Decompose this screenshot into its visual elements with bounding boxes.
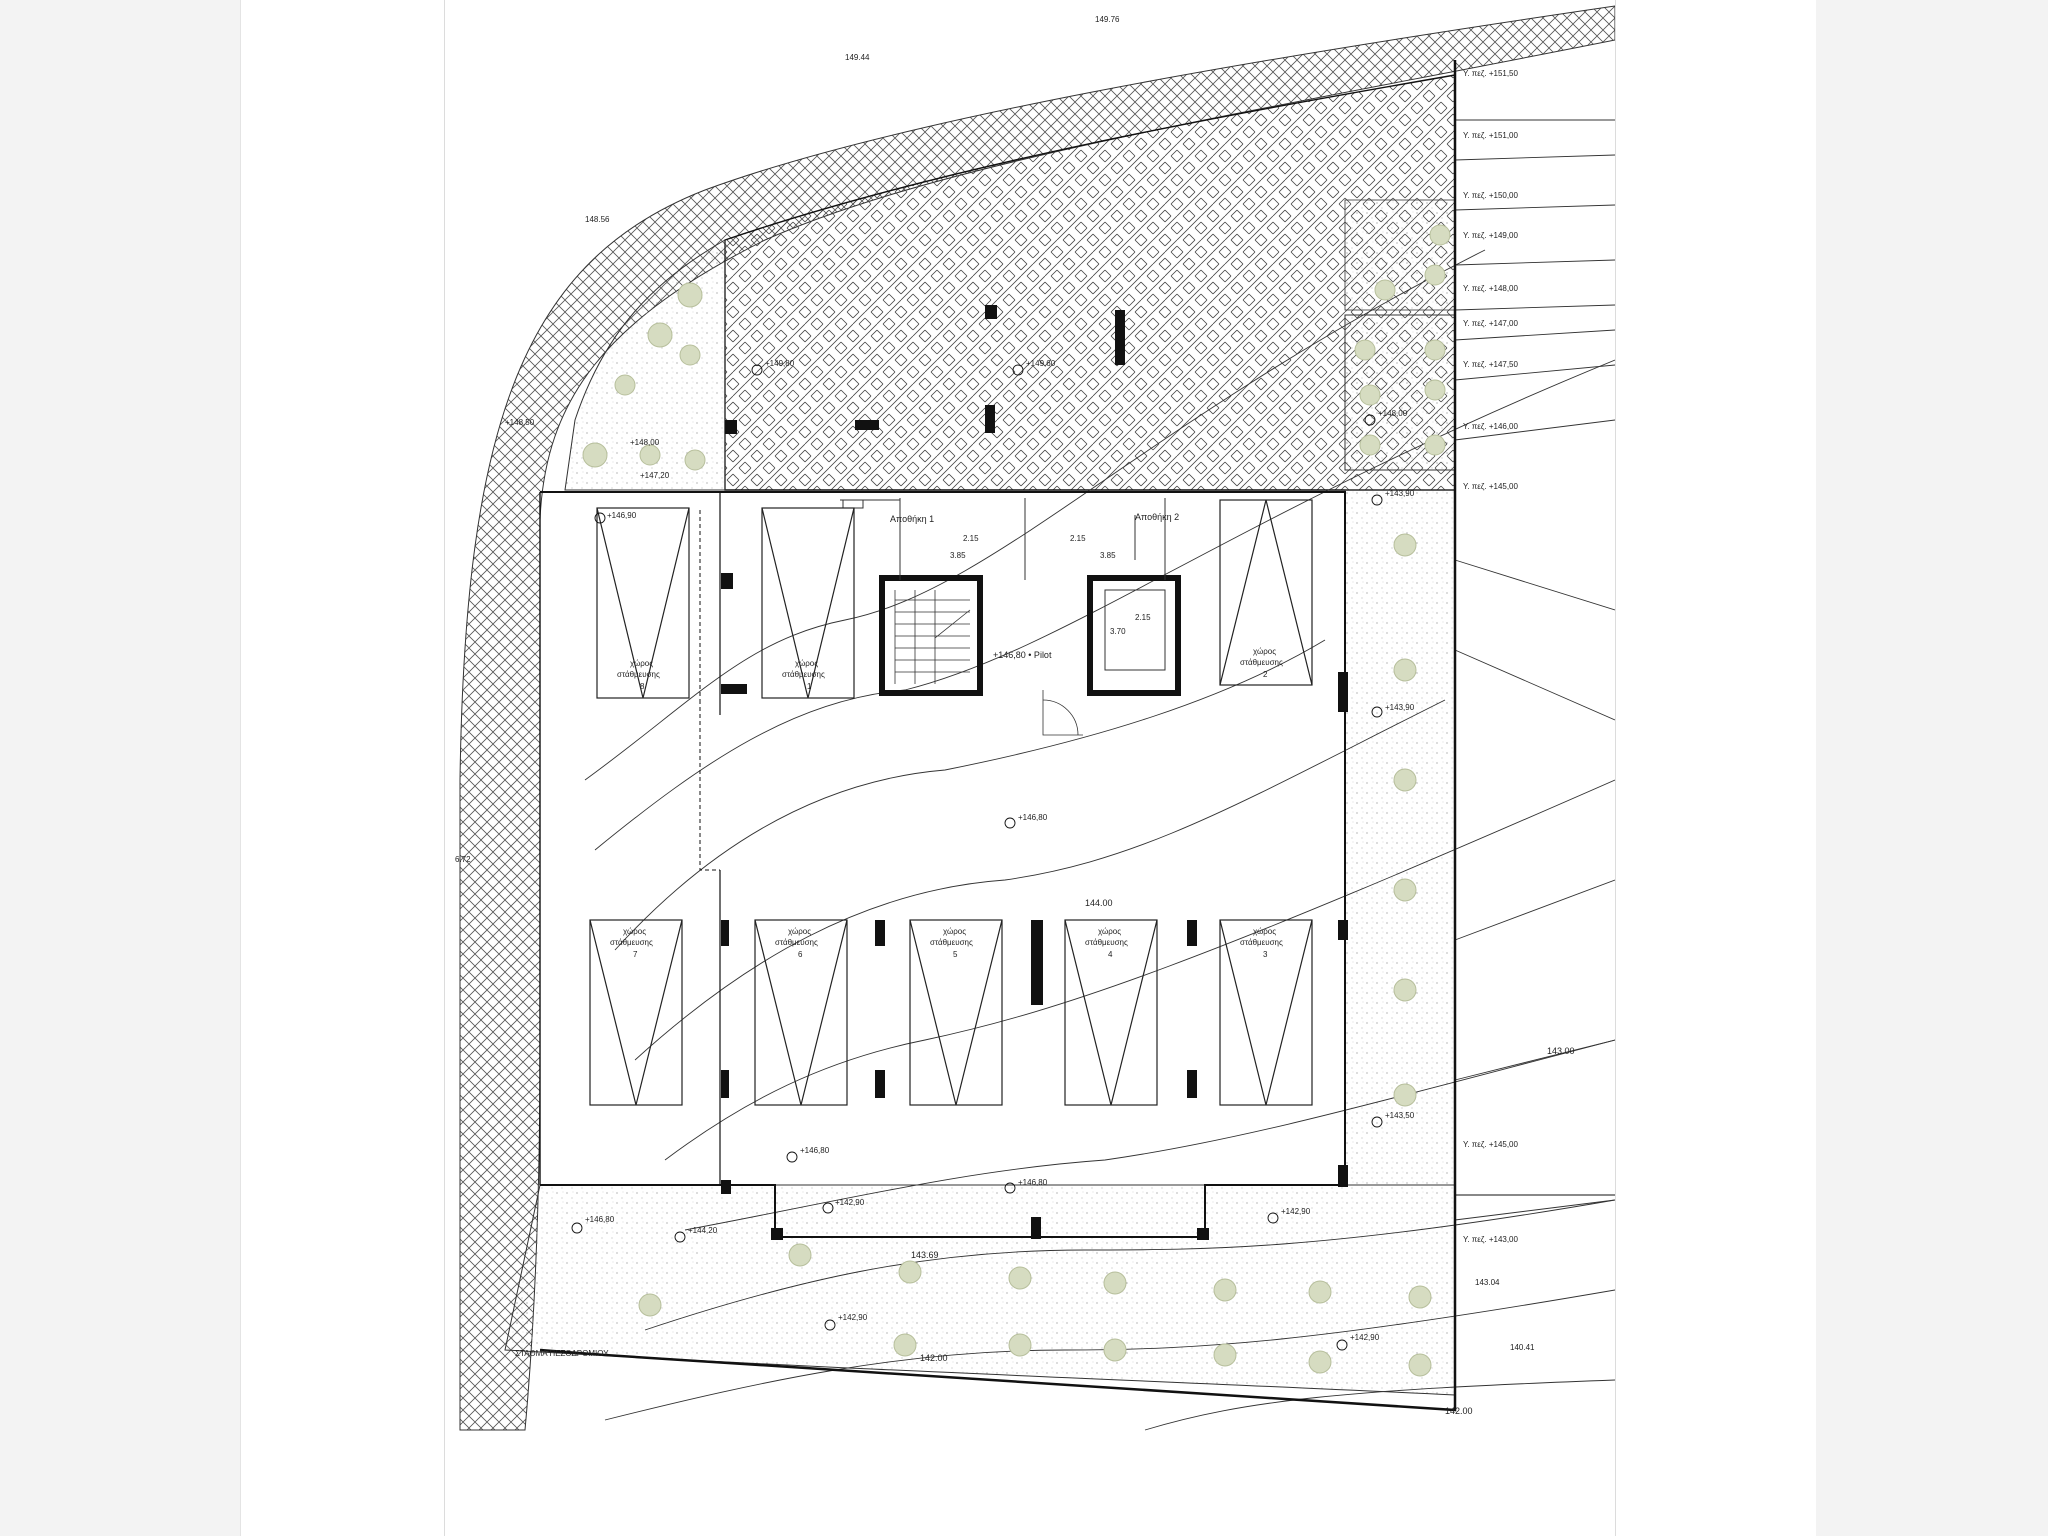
parking-label: χώρος: [623, 927, 646, 936]
elevation-label: Υ. πεζ. +151,00: [1463, 131, 1519, 140]
parking-number: 7: [633, 950, 638, 959]
level-label: +148,00: [630, 438, 660, 447]
parking-number: 4: [1108, 950, 1113, 959]
level-label: +148,50: [505, 418, 535, 427]
parking-label: χώρος: [630, 659, 653, 668]
parking-label: στάθμευσης: [775, 938, 818, 947]
level-markers: [571, 364, 1383, 1351]
elevation-label: Υ. πεζ. +147,50: [1463, 360, 1519, 369]
level-label: +146,80: [800, 1146, 830, 1155]
storage-1-label: Αποθήκη 1: [890, 514, 934, 524]
right-dim-label: 143.04: [1475, 1278, 1500, 1287]
parking-label: στάθμευσης: [1240, 938, 1283, 947]
contour-label: 143.69: [911, 1250, 939, 1260]
building-outline: [539, 491, 1346, 1238]
lift-core: [1042, 575, 1181, 736]
parking-label: στάθμευσης: [782, 670, 825, 679]
parking-label: χώρος: [1098, 927, 1121, 936]
bottom-contour-label: 142.00: [1445, 1406, 1473, 1416]
level-label: +142,90: [838, 1313, 868, 1322]
parking-label: στάθμευσης: [1085, 938, 1128, 947]
level-label: +146,80: [585, 1215, 615, 1224]
stair-core: [879, 575, 983, 696]
parking-number: 1: [807, 682, 812, 691]
drawing-page[interactable]: Αποθήκη 1 Αποθήκη 2 +146,80 • Pilot 2.15…: [444, 0, 1616, 1536]
elevation-label: Υ. πεζ. +151,50: [1463, 69, 1519, 78]
level-label: +146,80: [1018, 813, 1048, 822]
left-gutter: [0, 0, 240, 1536]
top-paved-terrace: [724, 74, 1456, 491]
elevation-label: Υ. πεζ. +143,00: [1463, 1235, 1519, 1244]
parking-number: 2: [1263, 670, 1268, 679]
level-label: +146,90: [607, 511, 637, 520]
sidewalk-level-label: ΣΤΑΘΜΑ ΠΕΖΟΔΡΟΜΙΟΥ: [515, 1349, 609, 1358]
parking-number: 8: [640, 682, 645, 691]
level-label: +142,90: [1350, 1333, 1380, 1342]
parking-label: χώρος: [943, 927, 966, 936]
level-label: +142,90: [835, 1198, 865, 1207]
contour-label: 144.00: [1085, 898, 1113, 908]
level-label: +149,80: [765, 359, 795, 368]
parking-label: στάθμευσης: [930, 938, 973, 947]
parking-labels-lower: χώρος στάθμευσης 7 χώρος στάθμευσης 6 χώ…: [610, 927, 1283, 959]
top-level-label: 149.44: [845, 53, 870, 62]
level-label: +142,90: [1281, 1207, 1311, 1216]
level-label: +149,60: [1026, 359, 1056, 368]
dim-label: 3.70: [1110, 627, 1126, 636]
storage-rooms: [840, 498, 1166, 580]
right-level-label: 140.41: [1510, 1343, 1535, 1352]
site-plan-drawing: Αποθήκη 1 Αποθήκη 2 +146,80 • Pilot 2.15…: [455, 5, 1615, 1431]
parking-label: χώρος: [788, 927, 811, 936]
parking-number: 6: [798, 950, 803, 959]
elevation-label: Υ. πεζ. +149,00: [1463, 231, 1519, 240]
top-level-label: 149.76: [1095, 15, 1120, 24]
level-label: +144,20: [688, 1226, 718, 1235]
contour-lines: [584, 119, 1615, 1431]
dim-label: 2.15: [1070, 534, 1086, 543]
parking-number: 3: [1263, 950, 1268, 959]
right-elevation-labels: Υ. πεζ. +151,50 Υ. πεζ. +151,00 Υ. πεζ. …: [1463, 69, 1519, 1244]
level-label: +147,20: [640, 471, 670, 480]
parking-labels-upper: χώρος στάθμευσης 8 χώρος στάθμευσης 1 χώ…: [617, 647, 1283, 691]
level-label: +146,80: [1018, 1178, 1048, 1187]
dim-label: 2.15: [1135, 613, 1151, 622]
left-dim-label: 6.72: [455, 855, 471, 864]
parking-label: χώρος: [795, 659, 818, 668]
level-label: +143,90: [1385, 703, 1415, 712]
elevation-label: Υ. πεζ. +150,00: [1463, 191, 1519, 200]
elevation-label: Υ. πεζ. +146,00: [1463, 422, 1519, 431]
parking-label: στάθμευσης: [617, 670, 660, 679]
parking-upper-row: [596, 499, 1313, 699]
parking-label: στάθμευσης: [1240, 658, 1283, 667]
parking-label: στάθμευσης: [610, 938, 653, 947]
columns: [721, 305, 1348, 1240]
level-label: +143,50: [1385, 1111, 1415, 1120]
parking-label: χώρος: [1253, 927, 1276, 936]
trees: [582, 224, 1451, 1377]
right-gutter: [1816, 0, 2048, 1536]
elevation-label: Υ. πεζ. +145,00: [1463, 482, 1519, 491]
level-label: +148,00: [1378, 409, 1408, 418]
right-planting-strip: [1344, 489, 1456, 1186]
contour-label: 142.00: [920, 1353, 948, 1363]
parking-lower-row: [589, 919, 1313, 1106]
left-level-label: 148.56: [585, 215, 610, 224]
dim-label: 3.85: [1100, 551, 1116, 560]
parking-label: χώρος: [1253, 647, 1276, 656]
storage-2-label: Αποθήκη 2: [1135, 512, 1179, 522]
elevation-label: Υ. πεζ. +145,00: [1463, 1140, 1519, 1149]
level-label: +143,90: [1385, 489, 1415, 498]
contour-label: 143.00: [1547, 1046, 1575, 1056]
parking-number: 5: [953, 950, 958, 959]
pilot-label: +146,80 • Pilot: [993, 650, 1052, 660]
dim-label: 2.15: [963, 534, 979, 543]
elevation-label: Υ. πεζ. +147,00: [1463, 319, 1519, 328]
elevation-label: Υ. πεζ. +148,00: [1463, 284, 1519, 293]
dim-label: 3.85: [950, 551, 966, 560]
